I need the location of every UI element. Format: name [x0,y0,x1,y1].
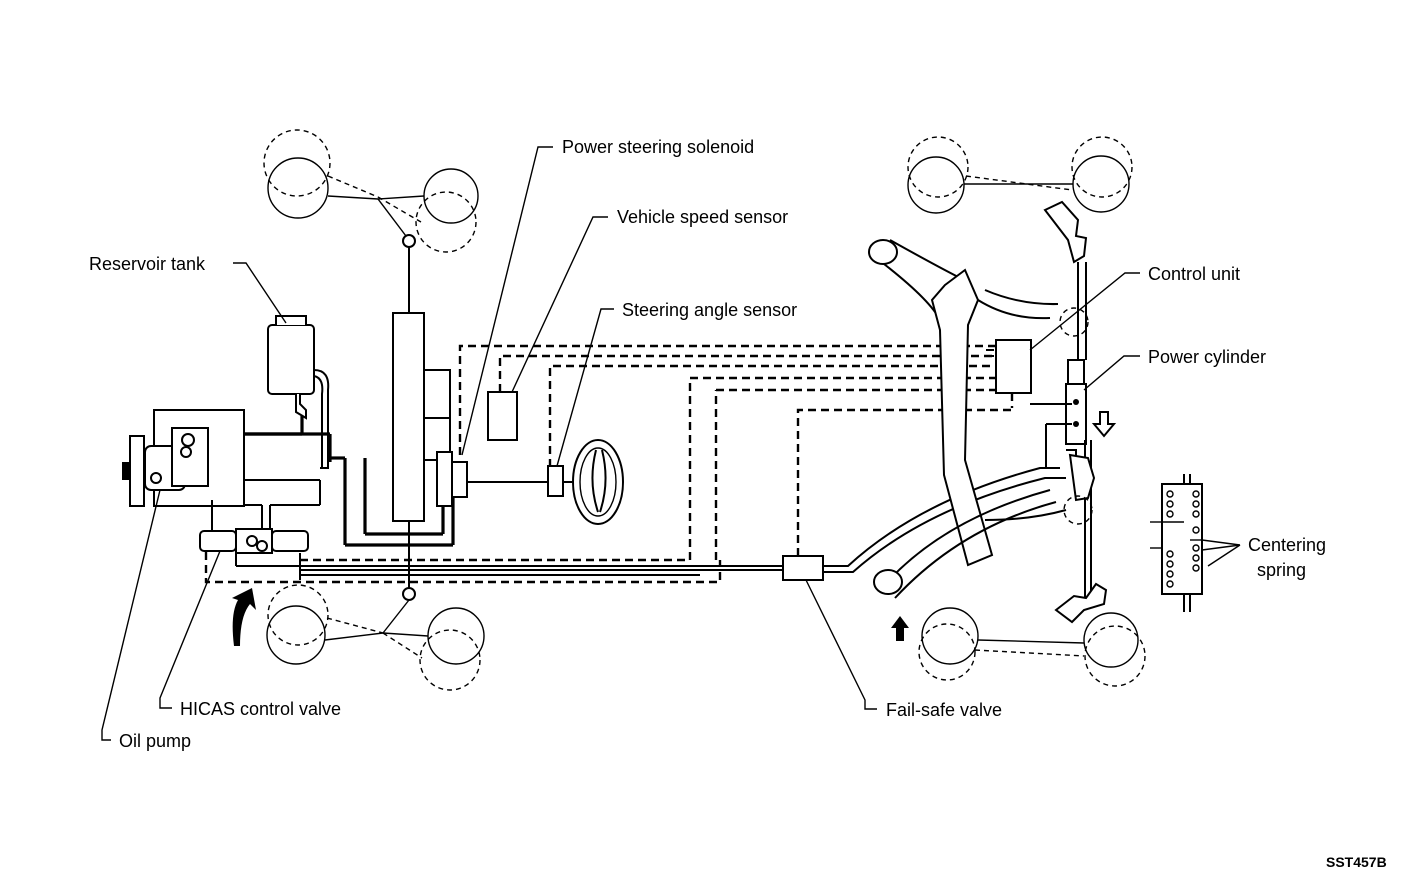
fail-safe-valve [782,467,1066,581]
label-power-steering-solenoid: Power steering solenoid [562,137,754,157]
rear-turn-arrow [891,616,909,641]
steering-rack [392,312,451,594]
long-hydraulic-lines [204,378,783,584]
label-reservoir-tank: Reservoir tank [89,254,206,274]
electrical-harness [458,344,1014,556]
centering-spring-detail [1150,474,1203,612]
label-centering-spring-line2: spring [1257,560,1306,580]
front-lower-wheels [266,584,485,691]
label-power-cylinder: Power cylinder [1148,347,1266,367]
reservoir-tank [210,315,330,469]
label-fail-safe-valve: Fail-safe valve [886,700,1002,720]
oil-pump [122,409,245,507]
front-upper-wheels [263,129,479,313]
label-vehicle-speed-sensor: Vehicle speed sensor [617,207,788,227]
label-centering-spring-line1: Centering [1248,535,1326,555]
rear-subframe [868,239,1067,599]
control-unit [986,339,1032,394]
steering-angle-sensor [547,439,624,525]
leader-lines [101,146,1241,741]
figure-code: SST457B [1326,854,1387,870]
power-steering-solenoid [436,451,548,507]
vehicle-speed-sensor [487,391,518,441]
cylinder-direction-arrow [1091,411,1117,438]
rear-upper-wheels [907,136,1133,264]
label-steering-angle-sensor: Steering angle sensor [622,300,797,320]
label-control-unit: Control unit [1148,264,1240,284]
front-turn-arrow [232,588,256,646]
label-hicas-control-valve: HICAS control valve [180,699,341,719]
label-oil-pump: Oil pump [119,731,191,751]
hicas-control-valve [199,528,309,580]
rear-lower-wheels [918,582,1146,687]
power-cylinder [1030,262,1096,600]
